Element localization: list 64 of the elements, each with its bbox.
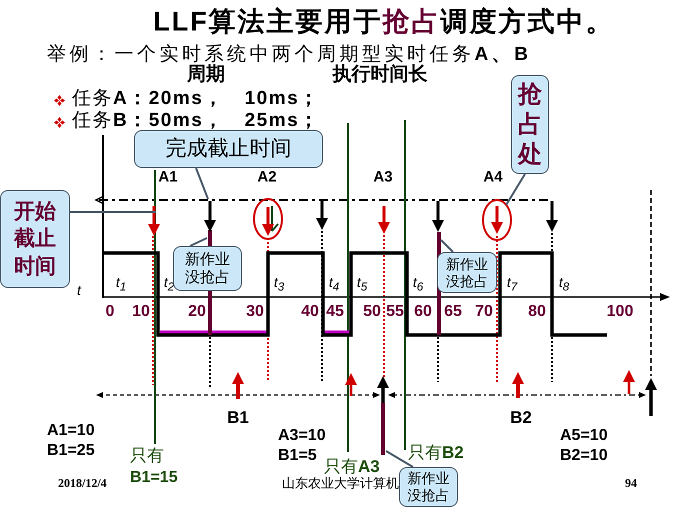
callout-bubble	[134, 130, 323, 168]
callout-bubble	[399, 467, 458, 507]
task-spec: 任务A：20ms， 10ms；	[72, 88, 320, 110]
ring-icon	[482, 199, 512, 241]
page-number: 94	[625, 477, 637, 491]
task-spec: 任务B：50ms， 25ms；	[72, 110, 320, 132]
time-label: t$_{7}$	[506, 274, 518, 294]
leader-line	[195, 168, 209, 200]
time-label: t$_{4}$	[328, 274, 340, 294]
callout-text: 新作业没抢占	[406, 470, 450, 504]
tick-label: 30	[246, 302, 264, 322]
time-label: t$_{3}$	[274, 274, 284, 294]
tick-label: 40	[301, 302, 319, 322]
callout-bubble	[173, 246, 242, 291]
tick-label: 10	[132, 302, 150, 322]
leader-line	[440, 239, 454, 253]
job-label: B1	[227, 408, 249, 428]
value-note: A3=10	[278, 426, 326, 446]
tick-label: 20	[188, 302, 206, 322]
leader-line	[386, 450, 414, 468]
callout-text: 完成截止时间	[164, 136, 292, 162]
tick-label: 100	[606, 302, 634, 322]
column-header: 执行时间长	[332, 64, 428, 86]
value-note: B1=5	[278, 446, 317, 466]
tick-label: 45	[326, 302, 344, 322]
note: 只有A3	[324, 457, 380, 476]
job-label: A1	[158, 168, 178, 186]
callout-text: 开始截止时间	[12, 199, 57, 280]
column-header: 周期	[187, 64, 225, 86]
time-label: t$_{6}$	[412, 274, 424, 294]
callout-text: 抢占处	[517, 80, 543, 170]
value-note: B2=10	[560, 446, 608, 466]
tick-label: 60	[414, 302, 432, 322]
job-label: B2	[510, 408, 532, 428]
note: 只有B2	[408, 443, 464, 463]
tick-label: 70	[475, 302, 493, 322]
callout-bubble	[0, 190, 70, 288]
leader-line	[70, 211, 156, 213]
time-label: t$_{5}$	[356, 274, 368, 294]
callout-bubble	[437, 252, 497, 293]
value-note: A5=10	[560, 426, 608, 446]
value-note: B1=25	[47, 442, 95, 460]
time-label: t$_{8}$	[558, 274, 570, 294]
note: 只有	[130, 446, 164, 466]
slide-title: LLF算法主要用于抢占调度方式中。	[153, 6, 615, 38]
value-note: B1=15	[130, 468, 178, 488]
date-text: 2018/12/4	[58, 477, 107, 491]
footer-text: 山东农业大学计算机	[282, 476, 399, 492]
callout-text: 新作业没抢占	[445, 256, 489, 290]
time-label: t$_{1}$	[116, 274, 126, 294]
axis-label: t	[77, 282, 81, 298]
value-note: A1=10	[47, 422, 95, 440]
callout-bubble	[511, 75, 549, 174]
tick-label: 55	[386, 302, 404, 322]
tick-label: 0	[106, 302, 114, 322]
callout-text: 新作业没抢占	[184, 250, 231, 286]
job-label: A2	[257, 168, 277, 186]
job-label: A4	[483, 168, 503, 186]
tick-label: 80	[528, 302, 546, 322]
leader-line	[190, 237, 208, 247]
leader-line	[505, 173, 526, 206]
tick-label: 50	[363, 302, 381, 322]
tick-label: 65	[444, 302, 462, 322]
job-label: A3	[373, 168, 393, 186]
